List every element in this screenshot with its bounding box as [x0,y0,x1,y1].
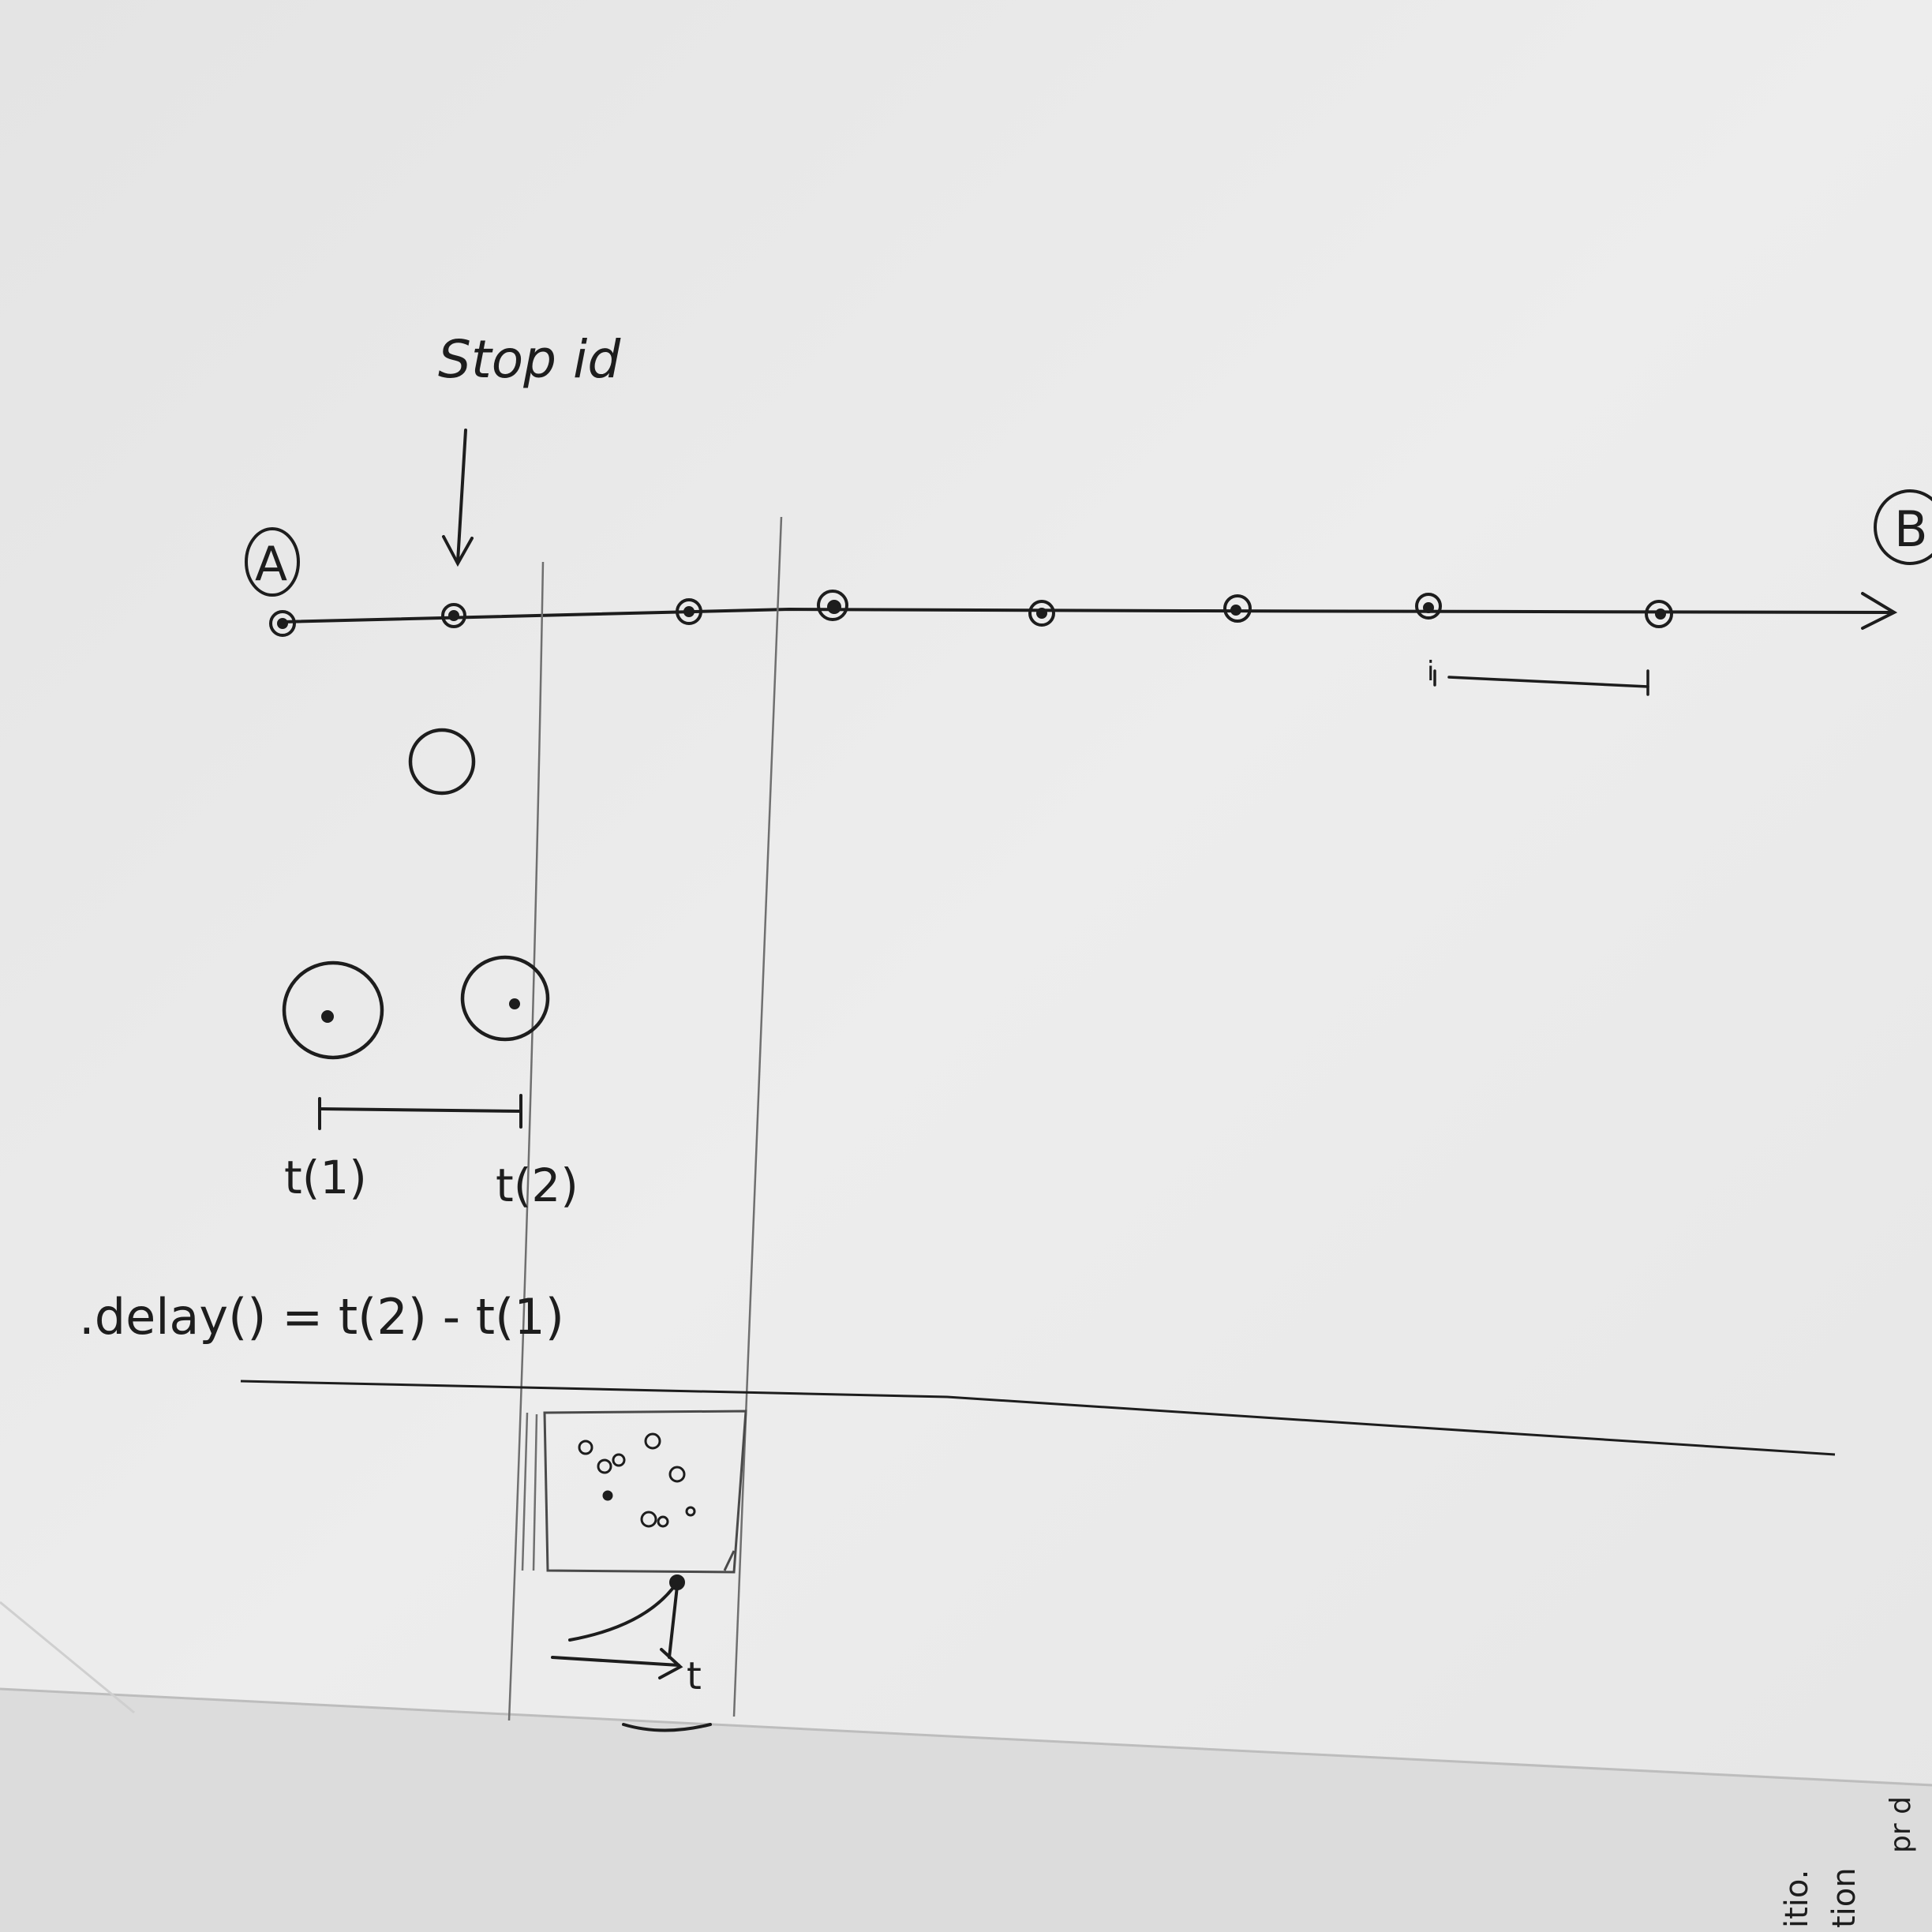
svg-text:A: A [255,537,287,592]
underlying-sheet [0,1689,1932,1932]
mini-time-plot [551,1574,712,1732]
pencil-column-guides [507,516,783,1721]
corner-note-col2: tion [1826,1867,1863,1928]
screen-box [543,1410,747,1574]
svg-text:B: B [1894,500,1928,558]
interval-bracket [1433,669,1649,696]
t2-label: t(2) [496,1159,578,1212]
node-a: A [245,527,300,597]
stop-marker [1028,600,1055,627]
sheet-edge [0,1687,1932,1787]
stop-markers [269,590,1673,637]
stop-marker [676,598,702,625]
section-divider [240,1380,1836,1456]
vehicle-circle-2 [460,955,550,1042]
t1-label: t(1) [284,1151,367,1204]
node-b: B [1874,489,1932,565]
empty-stop-circle [408,728,476,796]
vehicle-circle-1 [282,960,384,1060]
delay-formula: .delay() = t(2) - t(1) [79,1288,564,1346]
stop-marker [817,590,848,621]
fold-edge-left [0,1601,135,1714]
stop-marker [1415,593,1442,620]
time-axis-label: t [687,1654,702,1698]
stop-id-arrow [442,429,474,567]
stop-id-label: Stop id [438,329,621,390]
route-line [281,592,1898,630]
stop-marker [269,610,296,637]
corner-note-col1: itio. [1779,1870,1815,1928]
time-span-bracket [318,1094,522,1130]
stop-marker [441,603,466,628]
scatter-dots [578,1432,696,1528]
stop-marker [1645,600,1673,628]
corner-note: itio. tion pr d [1779,1796,1917,1928]
corner-note-col3: pr d [1885,1796,1917,1853]
interval-label: i [1427,656,1434,687]
stop-marker [1223,594,1252,623]
